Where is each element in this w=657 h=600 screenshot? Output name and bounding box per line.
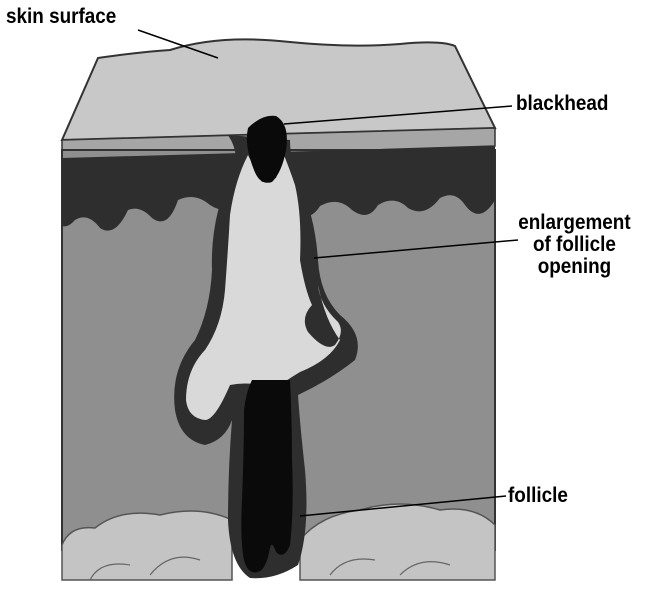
label-blackhead: blackhead — [516, 93, 608, 115]
label-skin-surface: skin surface — [6, 6, 116, 28]
label-enlargement-line-3: opening — [518, 256, 630, 278]
label-enlargement-line-1: enlargement — [518, 212, 630, 234]
follicle-shaft — [241, 380, 292, 573]
label-follicle: follicle — [508, 485, 568, 507]
label-enlargement-of-follicle-opening: enlargement of follicle opening — [518, 212, 630, 278]
label-enlargement-line-2: of follicle — [518, 234, 630, 256]
